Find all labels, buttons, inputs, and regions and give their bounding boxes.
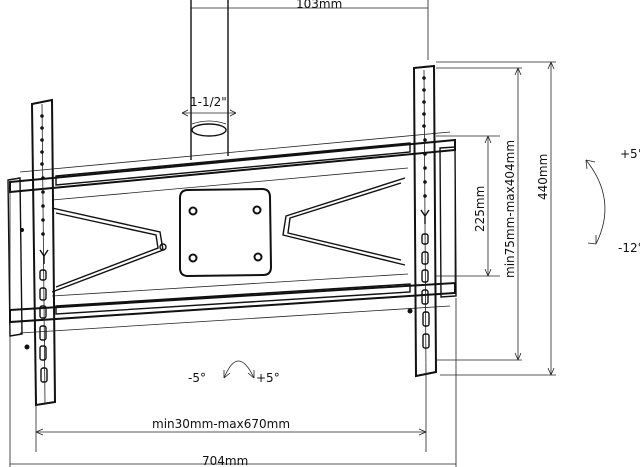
tilt-down-label: -12°	[618, 241, 640, 255]
tilt-up-label: +5°	[620, 147, 640, 161]
swivel-left-label: -5°	[188, 371, 206, 385]
overall-width-label: 704mm	[202, 454, 248, 467]
center-plate	[179, 187, 273, 278]
vertical-range-label: min75mm-max404mm	[503, 140, 517, 278]
tilt-indicator: +5° -12°	[585, 147, 640, 255]
top-width-label: 103mm	[296, 0, 342, 11]
overall-width-dimension: 704mm	[9, 298, 457, 467]
bracket-height-label: 440mm	[536, 154, 550, 200]
pipe-diameter-dimension: 1-1/2"	[181, 95, 237, 117]
left-vertical-bracket	[7, 98, 57, 407]
horizontal-range-dimension: min30mm-max670mm	[35, 374, 427, 452]
pipe-diameter-label: 1-1/2"	[190, 95, 227, 109]
horizontal-range-label: min30mm-max670mm	[152, 417, 290, 431]
vesa-vertical-label: 225mm	[473, 186, 487, 232]
swivel-right-label: +5°	[256, 371, 280, 385]
vertical-dimensions: 225mm min75mm-max404mm 440mm	[436, 61, 556, 376]
right-vertical-bracket	[407, 64, 457, 378]
top-width-dimension: 103mm	[191, 0, 429, 60]
swivel-indicator: -5° +5°	[188, 360, 280, 385]
horizontal-rails	[9, 131, 456, 334]
wire-arms	[51, 177, 406, 293]
pipe	[190, 0, 229, 160]
